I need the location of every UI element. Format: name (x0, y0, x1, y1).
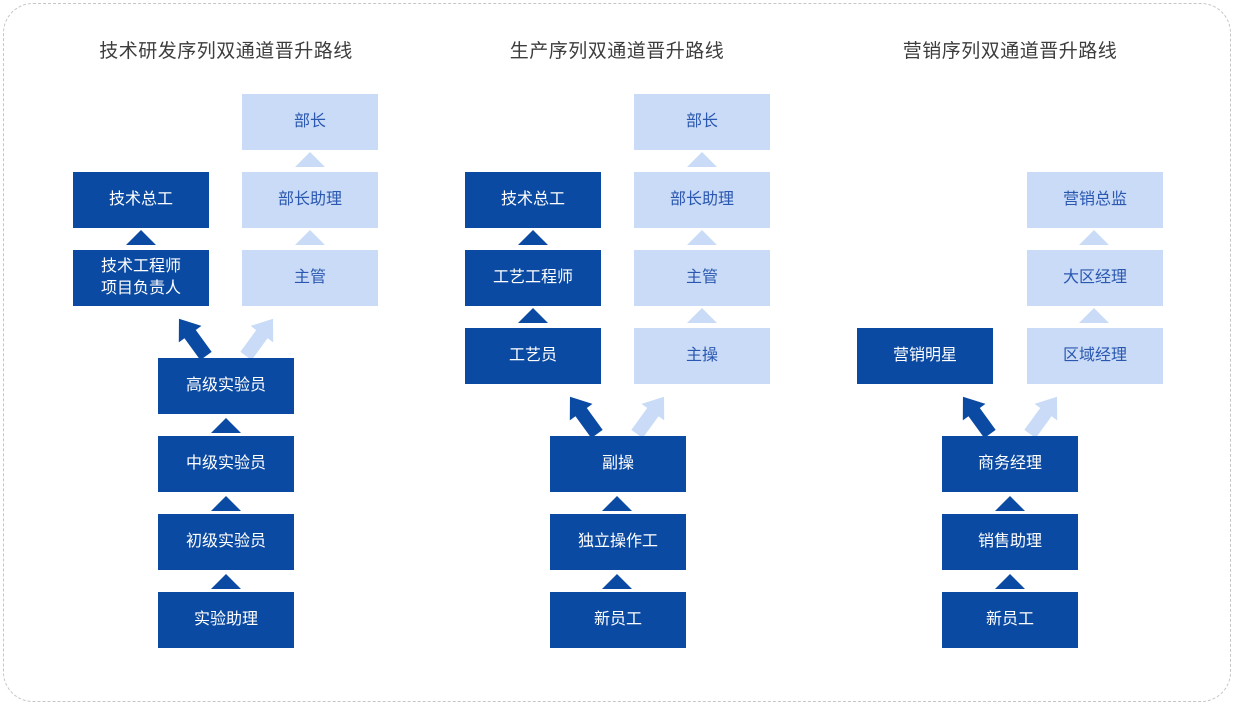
node-sales-assistant: 销售助理 (942, 514, 1078, 570)
node-junior-lab-tech: 初级实验员 (158, 514, 294, 570)
branch-arrows-icon (569, 396, 665, 436)
up-arrow-icon (1079, 230, 1109, 245)
node-supervisor-2: 主管 (634, 250, 770, 306)
up-arrow-icon (1079, 308, 1109, 323)
node-minister-assistant-2: 部长助理 (634, 172, 770, 228)
up-arrow-icon (995, 574, 1025, 589)
node-minister-1: 部长 (242, 94, 378, 150)
up-arrow-icon (211, 418, 241, 433)
node-marketing-director: 营销总监 (1027, 172, 1163, 228)
node-process-engineer: 工艺工程师 (465, 250, 601, 306)
node-independent-operator: 独立操作工 (550, 514, 686, 570)
node-area-manager: 区域经理 (1027, 328, 1163, 384)
node-supervisor-1: 主管 (242, 250, 378, 306)
node-region-manager: 大区经理 (1027, 250, 1163, 306)
node-deputy-operator: 副操 (550, 436, 686, 492)
column-title-production: 生产序列双通道晋升路线 (509, 41, 725, 62)
node-minister-assistant-1: 部长助理 (242, 172, 378, 228)
up-arrow-icon (687, 308, 717, 323)
up-arrow-icon (295, 152, 325, 167)
column-title-marketing: 营销序列双通道晋升路线 (902, 41, 1118, 62)
up-arrow-icon (211, 496, 241, 511)
up-arrow-icon (687, 230, 717, 245)
node-marketing-star: 营销明星 (857, 328, 993, 384)
up-arrow-icon (518, 308, 548, 323)
node-minister-2: 部长 (634, 94, 770, 150)
column-title-tech-rnd: 技术研发序列双通道晋升路线 (99, 41, 353, 62)
up-arrow-icon (687, 152, 717, 167)
node-process-technician: 工艺员 (465, 328, 601, 384)
up-arrow-icon (295, 230, 325, 245)
up-arrow-icon (602, 574, 632, 589)
node-chief-engineer-2: 技术总工 (465, 172, 601, 228)
node-main-operator: 主操 (634, 328, 770, 384)
node-lab-assistant: 实验助理 (158, 592, 294, 648)
node-new-employee-2: 新员工 (550, 592, 686, 648)
up-arrow-icon (602, 496, 632, 511)
node-new-employee-3: 新员工 (942, 592, 1078, 648)
node-engineer-project-lead: 技术工程师 项目负责人 (73, 250, 209, 306)
node-senior-lab-tech: 高级实验员 (158, 358, 294, 414)
up-arrow-icon (995, 496, 1025, 511)
up-arrow-icon (518, 230, 548, 245)
branch-arrows-icon (962, 396, 1058, 436)
branch-arrows-icon (178, 318, 274, 358)
up-arrow-icon (126, 230, 156, 245)
node-business-manager: 商务经理 (942, 436, 1078, 492)
up-arrow-icon (211, 574, 241, 589)
node-chief-engineer-1: 技术总工 (73, 172, 209, 228)
node-mid-lab-tech: 中级实验员 (158, 436, 294, 492)
